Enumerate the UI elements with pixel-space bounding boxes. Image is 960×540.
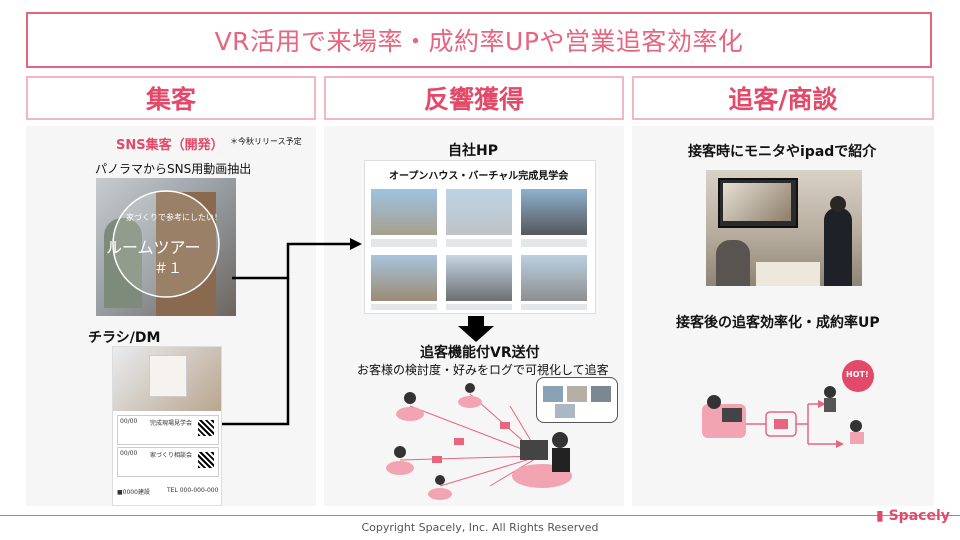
salesperson-image <box>824 208 852 286</box>
sns-description: パノラマからSNS用動画抽出 <box>95 162 252 176</box>
meeting-photo <box>706 170 862 286</box>
logo-text: Spacely <box>888 508 950 524</box>
page-title: VR活用で来場率・成約率UPや営業追客効率化 <box>26 12 932 68</box>
customer-icon <box>850 420 862 432</box>
customer-icon <box>824 386 836 398</box>
house-photo[interactable] <box>446 189 512 235</box>
flyer-event-1: 00/00 完成現場見学会 <box>117 415 219 445</box>
arrow-right-icon <box>836 440 844 448</box>
preference-bubble <box>536 377 618 423</box>
follow-up-illustration <box>702 360 874 448</box>
flyer-image: 00/00 完成現場見学会 00/00 家づくり相談会 ■0000建設 TEL … <box>112 346 222 506</box>
mail-icon <box>432 456 442 463</box>
room-tour-video-thumbnail[interactable]: 家づくりで参考にしたい！ ルームツアー ＃１ <box>96 178 236 316</box>
vr-description: お客様の検討度・好みをログで可視化して追客 <box>357 363 609 377</box>
laptop-icon <box>520 440 548 460</box>
flyer-sign <box>149 355 187 397</box>
agent-icon <box>552 432 568 448</box>
house-thumb <box>591 386 611 402</box>
video-title: ルームツアー <box>106 238 201 257</box>
house-caption <box>521 239 587 247</box>
plant-image <box>104 218 142 308</box>
spacely-logo: ▮ Spacely <box>876 508 950 524</box>
flyer-tel: TEL 000-000-000 <box>167 487 219 494</box>
mail-icon <box>774 419 788 429</box>
arrow-right-icon <box>818 400 826 408</box>
qr-code-icon <box>198 452 214 468</box>
arrow-down-icon <box>458 316 494 342</box>
vr-label: 追客機能付VR送付 <box>420 345 540 361</box>
house-caption <box>446 304 512 310</box>
column-header-followup: 追客/商談 <box>632 76 934 120</box>
video-caption: 家づくりで参考にしたい！ <box>126 213 222 222</box>
hot-badge-icon <box>842 360 874 392</box>
website-screenshot[interactable]: オープンハウス・バーチャル完成見学会 <box>364 160 596 314</box>
follow-up-label: 接客後の追客効率化・成約率UP <box>676 315 880 331</box>
circle-frame-icon <box>112 190 220 298</box>
copyright-text: Copyright Spacely, Inc. All Rights Reser… <box>361 521 599 534</box>
video-number: ＃１ <box>154 261 182 277</box>
house-thumb <box>555 404 575 418</box>
mail-icon <box>454 438 464 445</box>
house-caption <box>521 304 587 310</box>
showroom-label: 接客時にモニタやipadで紹介 <box>688 144 877 160</box>
column-header-acquisition: 集客 <box>26 76 316 120</box>
house-photo[interactable] <box>371 189 437 235</box>
person-icon <box>428 488 452 500</box>
mail-icon <box>500 422 510 429</box>
house-caption <box>446 239 512 247</box>
table-image <box>756 262 820 286</box>
house-caption <box>371 239 437 247</box>
person-icon <box>458 396 482 408</box>
footer-divider <box>0 515 960 516</box>
logo-icon: ▮ <box>876 508 884 524</box>
qr-code-icon <box>198 420 214 436</box>
person-icon <box>386 461 414 475</box>
laptop-icon <box>722 408 742 422</box>
flyer-company: ■0000建設 <box>117 489 150 496</box>
sns-label: SNS集客（開発） <box>116 138 224 153</box>
house-caption <box>371 304 437 310</box>
flyer-label: チラシ/DM <box>88 330 161 346</box>
hp-label: 自社HP <box>448 143 498 159</box>
house-photo[interactable] <box>371 255 437 301</box>
column-header-response: 反響獲得 <box>324 76 624 120</box>
door-image <box>156 192 216 316</box>
vr-tracking-illustration <box>386 383 572 500</box>
sns-release-note: ＊今秋リリース予定 <box>230 137 302 146</box>
hot-badge-text: HOT! <box>846 370 869 379</box>
house-photo[interactable] <box>521 189 587 235</box>
flyer-event-2: 00/00 家づくり相談会 <box>117 447 219 477</box>
house-photo[interactable] <box>446 255 512 301</box>
agent-icon <box>707 395 721 409</box>
house-thumb <box>567 386 587 402</box>
house-photo[interactable] <box>521 255 587 301</box>
website-title: オープンハウス・バーチャル完成見学会 <box>389 171 569 182</box>
house-thumb <box>543 386 563 402</box>
arrow-right-icon <box>350 238 362 250</box>
customer-image <box>716 240 750 286</box>
person-icon <box>396 407 424 421</box>
monitor-image <box>718 178 798 228</box>
